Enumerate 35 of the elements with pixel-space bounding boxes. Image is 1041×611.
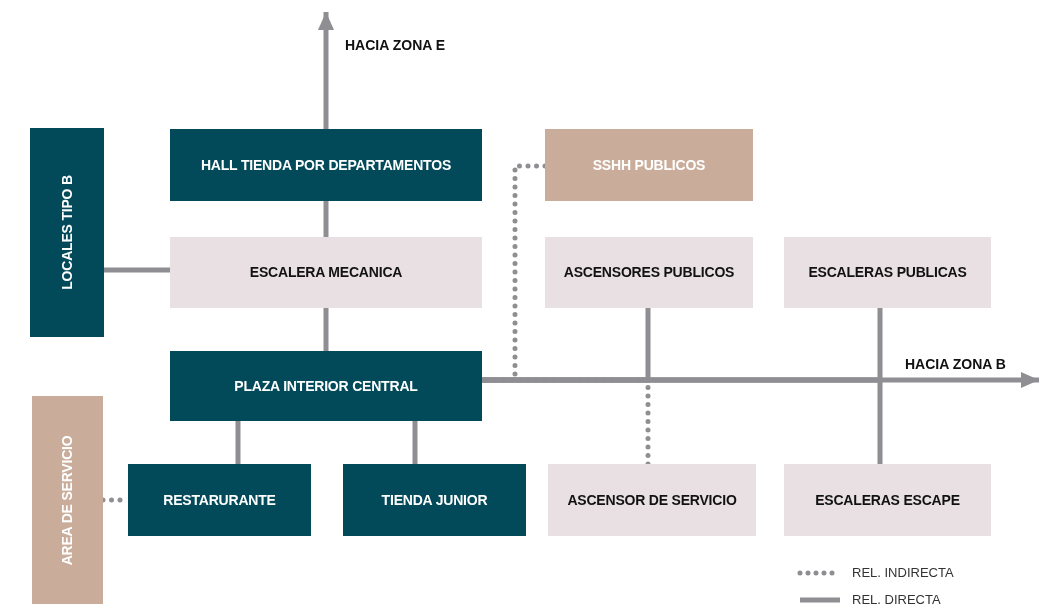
space-box (30, 128, 104, 337)
space-name: LOCALES TIPO B (57, 175, 76, 290)
space-name: ASCENSOR DE SERVICIO (567, 490, 737, 510)
space-box (784, 237, 991, 308)
connector-line (104, 267, 170, 273)
space-name: ASCENSORES PUBLICOS (563, 263, 735, 282)
connector-line (323, 201, 329, 237)
connector-line (323, 308, 329, 351)
space-name: SSHH PUBLICOS (592, 155, 706, 175)
space-name: ESCALERA MECANICA (249, 263, 403, 282)
space-name: TIENDA JUNIOR (381, 490, 488, 510)
space-box (784, 464, 991, 536)
legend-label: REL. DIRECTA (852, 592, 941, 607)
space-name: AREA DE SERVICIO (58, 435, 77, 565)
connector-line (235, 421, 241, 464)
connector-line (412, 421, 418, 464)
legend-label: REL. INDIRECTA (852, 565, 954, 580)
space-name: ESCALERAS PUBLICAS (808, 263, 967, 282)
arrow (318, 12, 334, 129)
space-box (170, 237, 482, 308)
edge-label: HACIA ZONA E (343, 37, 448, 53)
space-name: ESCALERAS ESCAPE (815, 490, 960, 510)
space-box (32, 396, 103, 604)
edge-label: HACIA ZONA B (903, 356, 1008, 372)
space-box (545, 237, 753, 308)
space-box (545, 129, 753, 201)
connector-line (482, 377, 883, 464)
space-box (343, 464, 526, 536)
space-box (548, 464, 756, 536)
space-name: RESTARURANTE (163, 490, 276, 510)
space-name: PLAZA INTERIOR CENTRAL (234, 376, 418, 396)
space-name: HALL TIENDA POR DEPARTAMENTOS (200, 155, 452, 175)
space-box (170, 351, 482, 421)
space-box (170, 129, 482, 201)
space-box (128, 464, 311, 536)
